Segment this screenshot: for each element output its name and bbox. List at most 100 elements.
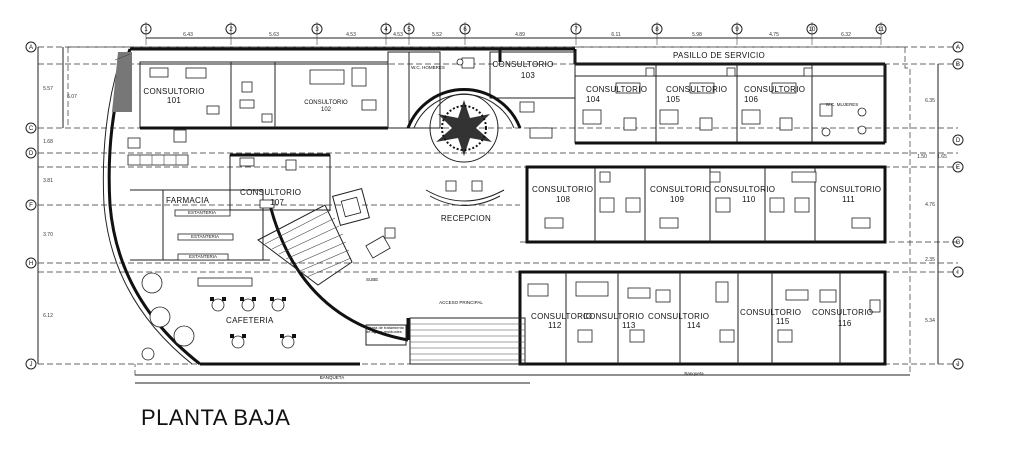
room-115-name: CONSULTORIO — [740, 308, 801, 317]
axis-bubble: J — [952, 358, 964, 370]
axis-bubble: 5 — [403, 23, 415, 35]
svg-text:3.70: 3.70 — [43, 232, 53, 238]
shelf-label-3: ESTANTERIA — [189, 254, 217, 259]
room-105-number: 105 — [666, 95, 680, 104]
wc-men-label: W.C. HOMBRES — [411, 65, 445, 70]
svg-text:6.35: 6.35 — [925, 98, 935, 104]
axis-bubble: 7 — [570, 23, 582, 35]
room-103-name: CONSULTORIO — [492, 60, 553, 69]
svg-text:1.50: 1.50 — [917, 154, 927, 160]
reception-label: RECEPCION — [441, 214, 491, 223]
axis-bubble: D — [952, 134, 964, 146]
cafeteria-label: CAFETERIA — [226, 316, 274, 325]
room-106-number: 106 — [744, 95, 758, 104]
axis-bubble: 9 — [731, 23, 743, 35]
room-105-name: CONSULTORIO — [666, 85, 727, 94]
svg-text:5.98: 5.98 — [692, 32, 702, 38]
svg-text:5.63: 5.63 — [269, 32, 279, 38]
stair-up-label: SUBE — [366, 277, 378, 282]
svg-text:6.07: 6.07 — [67, 94, 77, 100]
svg-text:3.81: 3.81 — [43, 178, 53, 184]
svg-text:6.12: 6.12 — [43, 313, 53, 319]
service-corridor-label: PASILLO DE SERVICIO — [673, 51, 765, 60]
svg-text:D: D — [956, 138, 961, 144]
svg-text:5.34: 5.34 — [925, 318, 935, 324]
sidewalk — [135, 374, 910, 384]
svg-text:D: D — [29, 151, 34, 157]
room-110-name: CONSULTORIO — [714, 185, 775, 194]
svg-text:1: 1 — [144, 27, 148, 33]
axis-bubble: 3 — [311, 23, 323, 35]
page-title: PLANTA BAJA — [141, 405, 291, 430]
axis-bubble: A — [952, 41, 964, 53]
room-101-name: CONSULTORIO — [143, 87, 204, 96]
room-104-name: CONSULTORIO — [586, 85, 647, 94]
svg-text:10: 10 — [809, 27, 816, 33]
svg-text:6.43: 6.43 — [183, 32, 193, 38]
svg-text:F: F — [29, 203, 33, 209]
svg-text:A: A — [29, 45, 33, 51]
svg-text:6: 6 — [463, 27, 467, 33]
reception-desk — [429, 195, 501, 206]
room-112-name: CONSULTORIO — [531, 312, 592, 321]
room-108-number: 108 — [556, 195, 570, 204]
svg-text:J: J — [957, 362, 960, 368]
room-108-name: CONSULTORIO — [532, 185, 593, 194]
svg-text:A: A — [956, 45, 960, 51]
axis-bubble: 1 — [140, 23, 152, 35]
svg-text:11: 11 — [878, 27, 885, 33]
svg-text:6.32: 6.32 — [841, 32, 851, 38]
main-access-steps: ACCESO PRINCIPAL — [409, 300, 526, 365]
staircase: SUBE — [257, 188, 378, 286]
room-103-number: 103 — [521, 71, 535, 80]
axis-bubble: B — [952, 58, 964, 70]
svg-text:3: 3 — [315, 27, 319, 33]
room-110-number: 110 — [742, 195, 756, 204]
cafeteria-tables — [210, 297, 296, 349]
svg-text:H: H — [29, 261, 33, 267]
axis-bubble: H — [25, 257, 37, 269]
room-115-number: 115 — [776, 317, 790, 326]
axis-bubble: 4 — [380, 23, 392, 35]
room-labels: CONSULTORIO 101 CONSULTORIO 102 W.C. HOM… — [143, 51, 881, 380]
svg-text:4.75: 4.75 — [769, 32, 779, 38]
svg-text:9: 9 — [735, 27, 739, 33]
axis-bubble: I — [952, 266, 964, 278]
axis-bubble: J — [25, 358, 37, 370]
access-label: ACCESO PRINCIPAL — [439, 300, 483, 305]
svg-text:1.65: 1.65 — [937, 154, 947, 160]
axis-bubble: 11 — [875, 23, 887, 35]
svg-text:5.52: 5.52 — [432, 32, 442, 38]
reception-area: RECEPCION — [406, 88, 522, 223]
svg-text:5.57: 5.57 — [43, 86, 53, 92]
svg-text:C: C — [29, 126, 34, 132]
svg-text:4: 4 — [384, 27, 388, 33]
svg-text:G: G — [956, 240, 961, 246]
axis-bubble: A — [25, 41, 37, 53]
room-102-number: 102 — [321, 107, 332, 113]
sidewalk-label-2: Banqueta — [684, 371, 704, 376]
west-hatch — [112, 52, 132, 112]
tree-icon — [429, 93, 499, 163]
svg-text:4.53: 4.53 — [393, 32, 403, 38]
axis-bubble: F — [25, 199, 37, 211]
axis-bubble: 2 — [225, 23, 237, 35]
pharmacy-label: FARMACIA — [166, 196, 210, 205]
svg-text:6.11: 6.11 — [611, 32, 621, 38]
axis-bubble: G — [952, 236, 964, 248]
shelf-label-2: ESTANTERIA — [191, 234, 219, 239]
svg-text:7: 7 — [574, 27, 578, 33]
top-axis-markers: 1 2 3 4 5 6 7 8 9 10 11 — [140, 23, 887, 35]
svg-text:J: J — [30, 362, 33, 368]
treatment-plant: Planta de tratamiento de aguas residuale… — [365, 324, 407, 346]
room-111-name: CONSULTORIO — [820, 185, 881, 194]
room-113-name: CONSULTORIO — [583, 312, 644, 321]
axis-bubble: 8 — [651, 23, 663, 35]
room-109-number: 109 — [670, 195, 684, 204]
svg-text:I: I — [957, 270, 959, 276]
room-107-number: 107 — [270, 198, 284, 207]
axis-bubble: D — [25, 147, 37, 159]
axis-bubble: C — [25, 122, 37, 134]
shelf-label-1: ESTANTERIA — [188, 210, 216, 215]
